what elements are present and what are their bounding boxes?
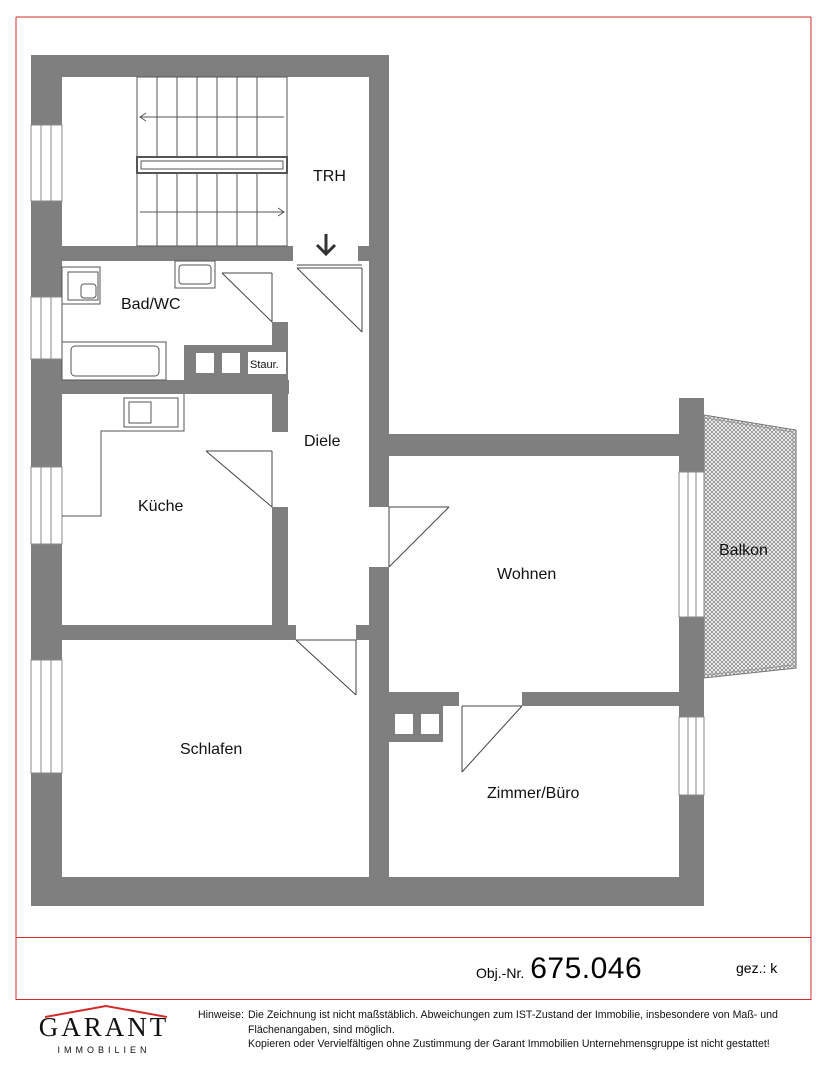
object-number-prefix: Obj.-Nr. <box>476 965 525 981</box>
logo-main-text: GARANT <box>38 1012 170 1042</box>
disclaimer-head: Hinweise: <box>198 1009 244 1021</box>
garant-logo: GARANT IMMOBILIEN <box>34 1012 174 1056</box>
room-label-balkon: Balkon <box>719 542 768 559</box>
room-label-diele: Diele <box>304 433 341 450</box>
disclaimer-line-3: Kopieren oder Vervielfältigen ohne Zusti… <box>248 1038 770 1050</box>
object-number-value: 675.046 <box>530 952 643 985</box>
logo-sub-text: IMMOBILIEN <box>57 1045 151 1055</box>
bathroom-fixtures <box>61 260 216 381</box>
footer-divider-bottom <box>16 999 811 1000</box>
room-label-staur: Staur. <box>250 359 279 371</box>
room-label-kueche: Küche <box>138 498 183 515</box>
footer-divider-top <box>16 937 811 938</box>
walls <box>31 55 704 906</box>
drawn-by: gez.: k <box>736 960 778 976</box>
windows <box>30 124 705 796</box>
room-label-zimmer: Zimmer/Büro <box>487 785 580 802</box>
room-label-bad: Bad/WC <box>121 296 181 313</box>
disclaimer-line-2: Flächenangaben, sind möglich. <box>248 1023 395 1036</box>
room-label-wohnen: Wohnen <box>497 566 556 583</box>
room-label-schlafen: Schlafen <box>180 741 242 758</box>
doors <box>205 264 523 773</box>
object-number: Obj.-Nr. 675.046 <box>476 952 642 986</box>
staircase <box>136 76 288 247</box>
disclaimer: Hinweise: Die Zeichnung ist nicht maßstä… <box>198 1008 810 1052</box>
kitchen-counter <box>62 394 185 517</box>
storage-box <box>248 352 286 374</box>
page-frame <box>15 16 812 1000</box>
disclaimer-line-1: Die Zeichnung ist nicht maßstäblich. Abw… <box>248 1009 778 1021</box>
room-label-trh: TRH <box>313 168 346 185</box>
entrance-arrow-icon <box>315 234 337 257</box>
logo-roof-icon <box>45 1004 167 1018</box>
shafts <box>196 353 439 734</box>
